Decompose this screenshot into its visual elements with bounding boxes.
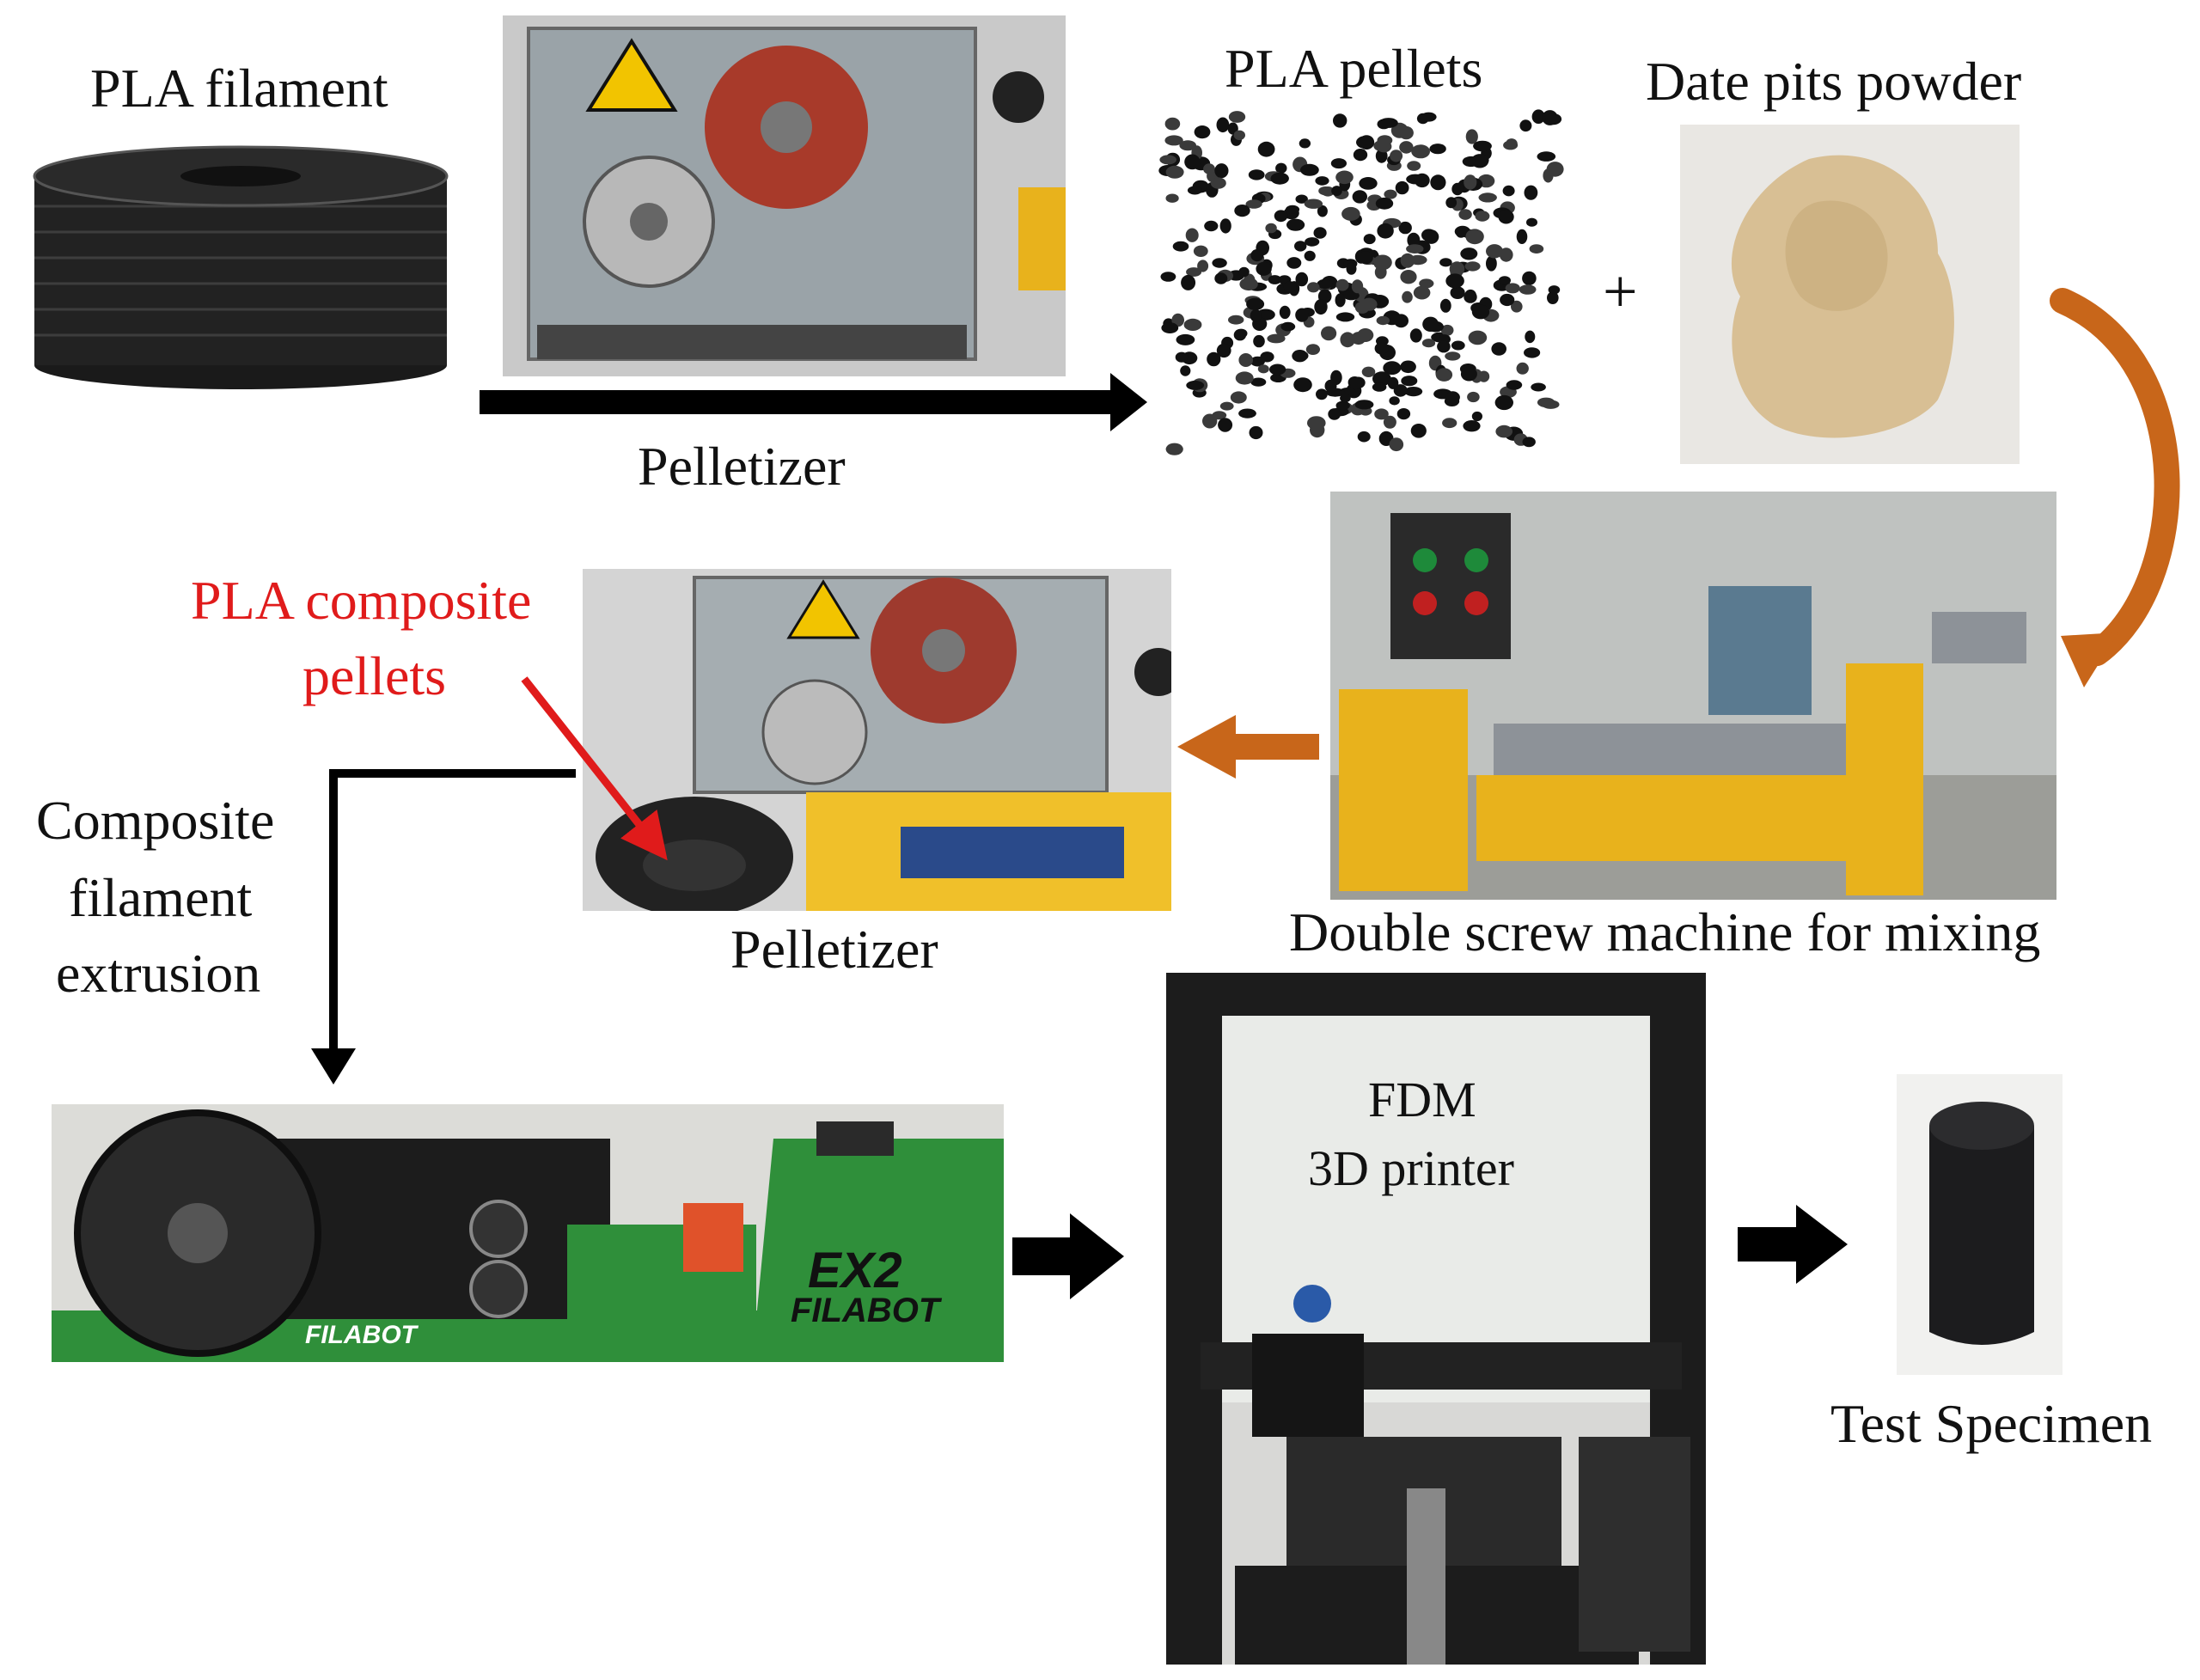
pla-filament-spool-photo [24,137,458,395]
test-specimen-photo [1897,1074,2062,1375]
extruder-logo-text: FILABOT [791,1292,940,1329]
pla-pellets-photo [1158,107,1567,460]
arrow-printer-to-specimen [1738,1205,1848,1284]
extruder-brand-text: FILABOT [305,1321,417,1349]
test-specimen-label: Test Specimen [1830,1393,2153,1454]
arrow-pelletizer-to-extruder [311,769,576,1084]
pelletizer-top-label: Pelletizer [638,436,846,497]
composite-extrusion-label-line3: extrusion [56,943,261,1004]
pla-pellets-label: PLA pellets [1225,38,1483,99]
date-pits-powder-label: Date pits powder [1646,51,2022,112]
pla-composite-pellets-label-line2: pellets [302,645,447,706]
fdm-3d-printer-photo [1166,973,1706,1665]
composite-extrusion-label-line2: filament [69,867,253,928]
date-pits-powder-photo [1680,125,2020,464]
arrow-mixer-to-pelletizer [1177,715,1319,779]
pelletizer-top-photo [503,15,1066,376]
arrow-extruder-to-printer [1012,1213,1124,1299]
filament-extruder-photo: FILABOT EX2 FILABOT [52,1104,1004,1362]
fdm-printer-label-line1: FDM [1368,1072,1476,1127]
fdm-printer-label-line2: 3D printer [1308,1140,1514,1196]
arrow-curved-mixing [2050,288,2180,687]
double-screw-machine-label: Double screw machine for mixing [1289,901,2041,962]
pelletizer-mid-label: Pelletizer [730,919,938,980]
plus-sign: + [1603,257,1638,326]
arrow-pelletizer-to-pellets [480,373,1147,431]
pla-filament-label: PLA filament [90,58,388,119]
double-screw-machine-photo [1330,492,2056,900]
pelletizer-mid-photo [583,569,1171,911]
extruder-model-text: EX2 [808,1243,902,1298]
composite-extrusion-label-line1: Composite [36,790,275,851]
pla-composite-pellets-label-line1: PLA composite [191,570,532,631]
